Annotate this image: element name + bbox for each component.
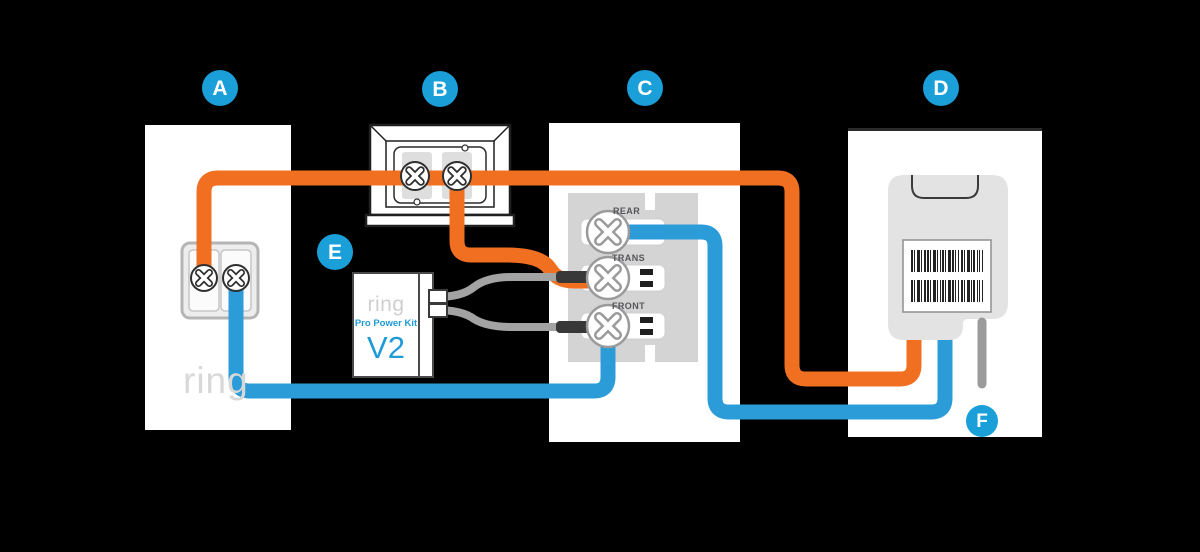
kit-divider	[418, 274, 420, 376]
kit-product-name: Pro Power Kit	[354, 318, 418, 329]
step-badge-a: A	[202, 70, 238, 106]
transformer-body	[364, 123, 516, 228]
step-badge-e: E	[317, 234, 353, 270]
step-badge-c: C	[627, 70, 663, 106]
step-badge-f: F	[966, 405, 998, 437]
kit-content: ring Pro Power Kit V2	[354, 274, 418, 376]
step-badge-d: D	[923, 70, 959, 106]
terminal-label-rear: REAR	[613, 206, 641, 216]
panel-chime	[549, 123, 740, 442]
panel-doorbell-back	[848, 128, 1042, 437]
screw-icon	[442, 161, 472, 191]
screw-icon	[400, 161, 430, 191]
terminal-label-trans: TRANS	[612, 253, 645, 263]
ring-logo: ring	[183, 360, 249, 401]
gray-wire-kit-to-trans	[435, 273, 566, 301]
ring-logo: ring	[367, 293, 405, 316]
kit-version: V2	[367, 329, 405, 365]
terminal-label-front: FRONT	[612, 301, 645, 311]
pro-power-kit-box: ring Pro Power Kit V2	[352, 272, 434, 378]
gray-wire-kit-to-front	[435, 306, 566, 331]
step-badge-b: B	[422, 71, 458, 107]
